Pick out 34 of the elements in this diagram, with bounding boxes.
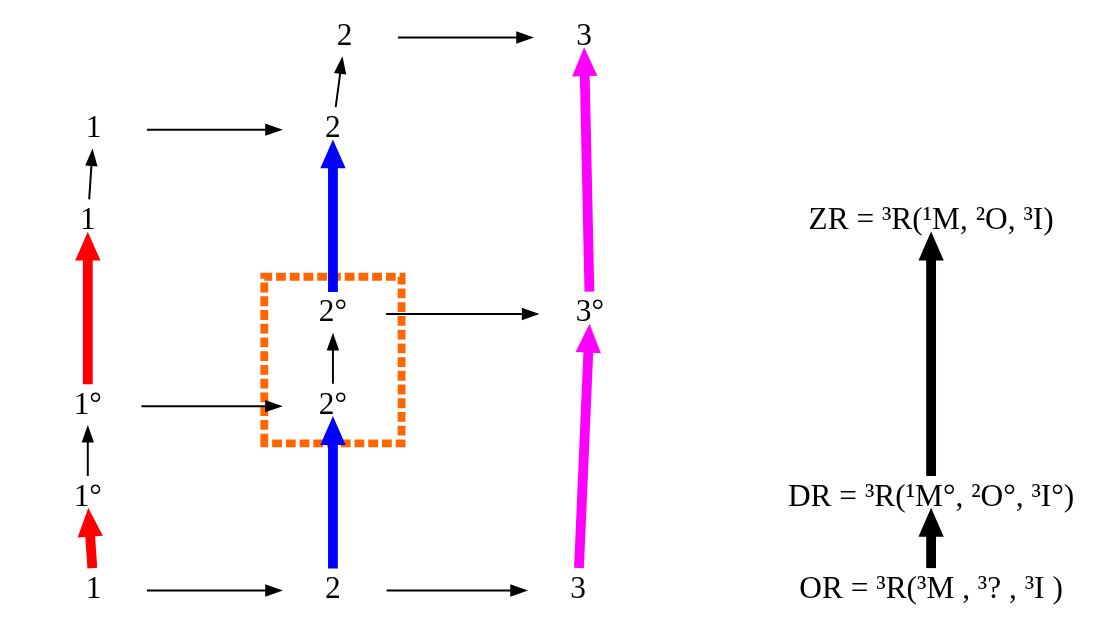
arrow <box>145 584 283 597</box>
node-text: 1 <box>85 109 102 145</box>
node-text: 2 <box>325 109 341 145</box>
arrow <box>918 507 944 569</box>
arrow <box>385 307 540 321</box>
node-text: 1 <box>79 201 96 237</box>
node-text: 1° <box>73 477 102 513</box>
node-text: DR = ³R(¹M°, ²O°, ³I°) <box>787 477 1075 513</box>
arrow <box>81 424 94 477</box>
arrow <box>326 332 340 385</box>
arrow <box>572 47 598 292</box>
node-text: 2° <box>318 385 348 421</box>
arrow <box>334 56 347 109</box>
arrow <box>320 139 346 293</box>
arrow <box>320 415 346 569</box>
arrow <box>574 323 601 569</box>
node-text: 3° <box>575 293 604 329</box>
arrow <box>918 231 944 476</box>
node-text: 3 <box>570 569 586 605</box>
arrow <box>145 123 283 136</box>
arrow <box>385 584 528 597</box>
node-text: 3 <box>576 16 592 52</box>
arrow <box>397 31 534 44</box>
node-text: 2 <box>336 16 353 52</box>
node-text: 2° <box>318 293 348 329</box>
node-text: ZR = ³R(¹M, ²O, ³I) <box>808 201 1054 237</box>
node-text: OR = ³R(³M , ³? , ³I ) <box>799 569 1063 605</box>
node-text: 2 <box>325 569 341 605</box>
arrow <box>77 507 103 569</box>
arrow <box>140 400 283 413</box>
node-text: 1 <box>85 569 102 605</box>
node-text: 1° <box>73 385 102 421</box>
arrow <box>75 231 101 385</box>
arrow <box>85 148 98 201</box>
